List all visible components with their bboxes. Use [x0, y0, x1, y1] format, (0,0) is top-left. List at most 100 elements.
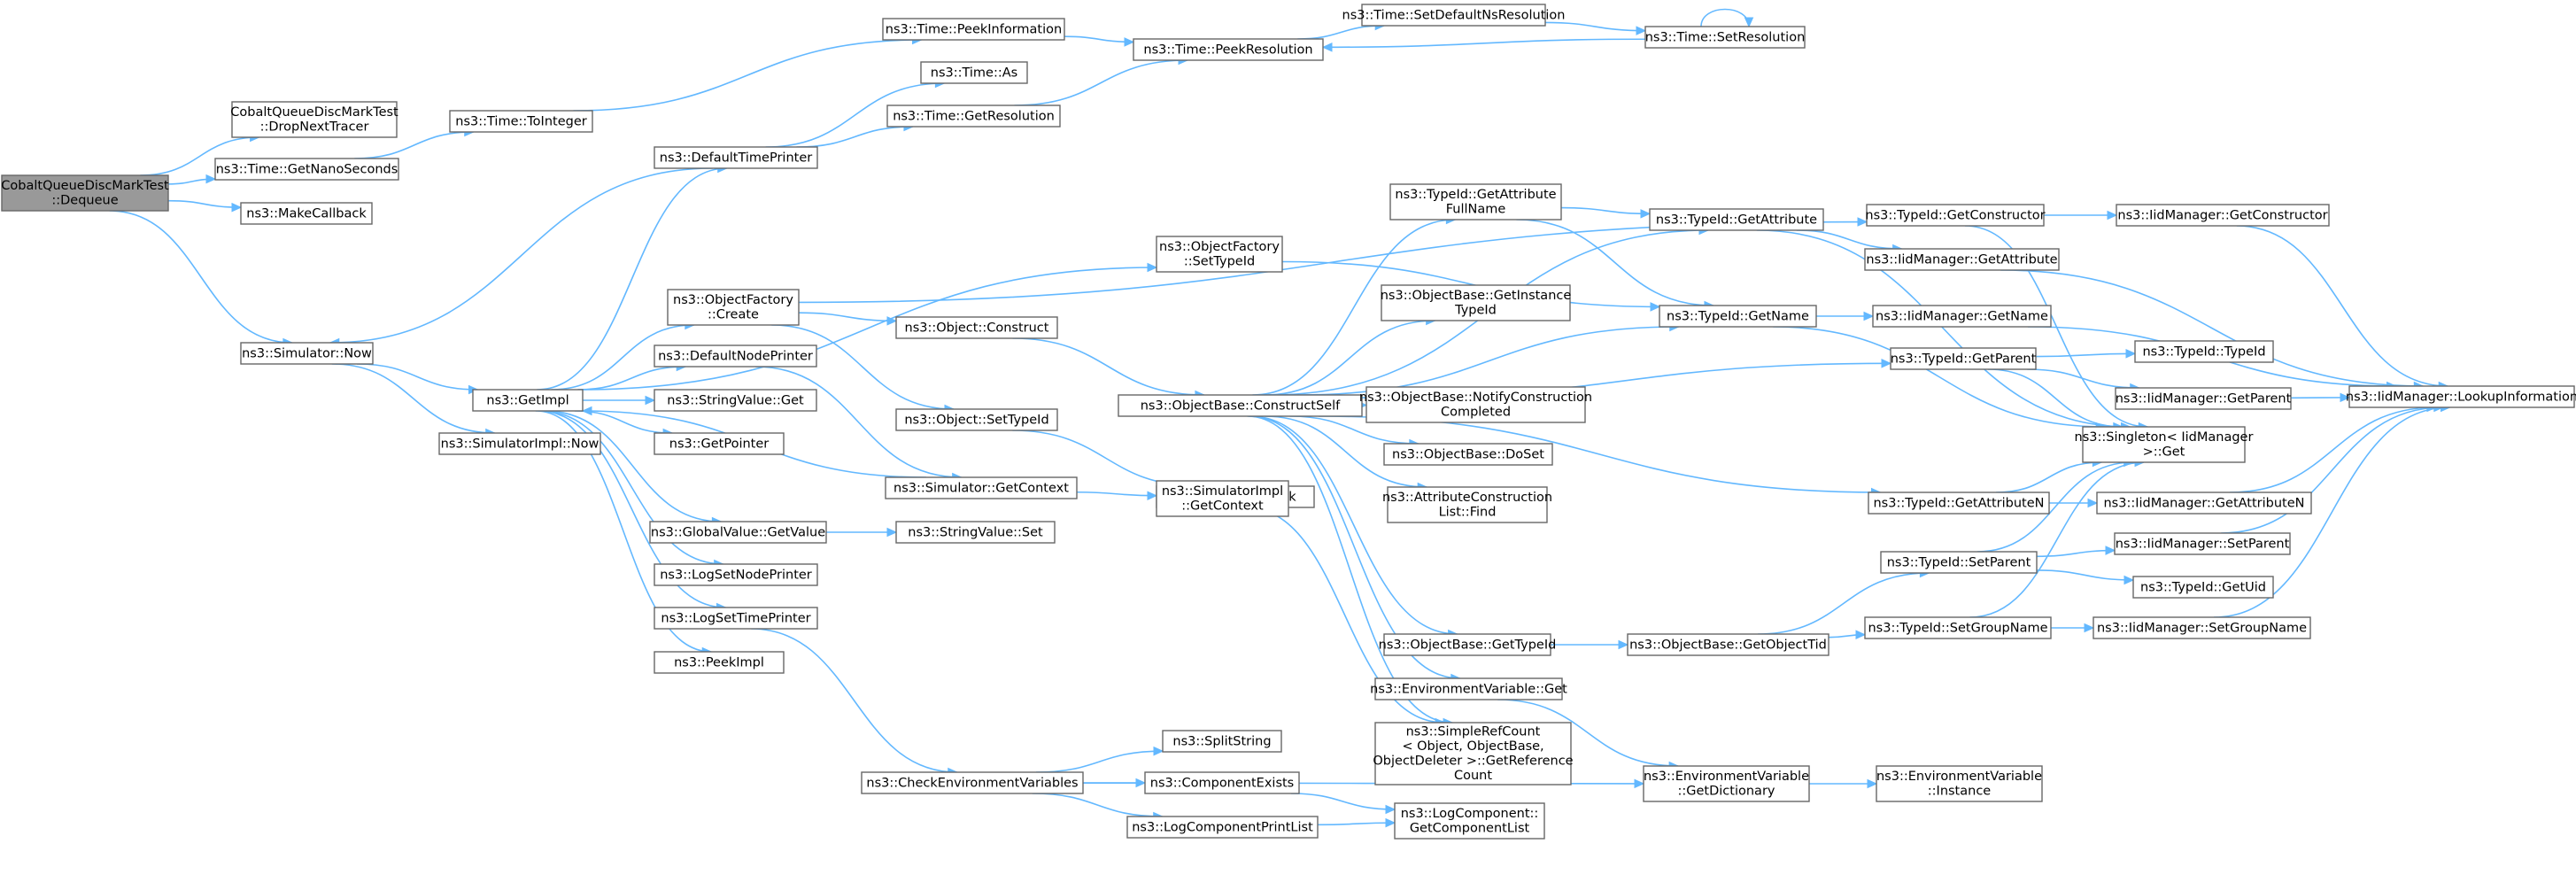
- node-envget[interactable]: ns3::EnvironmentVariable::Get: [1370, 677, 1567, 700]
- node-box[interactable]: [1361, 4, 1546, 27]
- node-iidgetctor[interactable]: ns3::IidManager::GetConstructor: [2116, 204, 2330, 227]
- node-box[interactable]: [2132, 576, 2274, 599]
- node-obgettid[interactable]: ns3::ObjectBase::GetTypeId: [1379, 633, 1557, 656]
- node-obgetobjtid[interactable]: ns3::ObjectBase::GetObjectTid: [1627, 633, 1830, 656]
- node-dropnext[interactable]: CobaltQueueDiscMarkTest::DropNextTracer: [230, 101, 398, 138]
- node-box[interactable]: [895, 408, 1058, 431]
- node-box[interactable]: [649, 521, 827, 544]
- node-simgetctx[interactable]: ns3::Simulator::GetContext: [885, 476, 1078, 499]
- node-box[interactable]: [920, 61, 1028, 84]
- node-box[interactable]: [654, 563, 818, 586]
- node-getnano[interactable]: ns3::Time::GetNanoSeconds: [214, 158, 399, 181]
- node-box[interactable]: [1864, 616, 2052, 639]
- node-tidgetname[interactable]: ns3::TypeId::GetName: [1659, 305, 1817, 328]
- node-box[interactable]: [654, 651, 785, 674]
- node-box[interactable]: [1383, 633, 1551, 656]
- node-tidgetattr[interactable]: ns3::TypeId::GetAttribute: [1649, 208, 1824, 231]
- node-box[interactable]: [1872, 305, 2052, 328]
- node-box[interactable]: [472, 389, 584, 412]
- node-logcompget[interactable]: ns3::LogComponent::GetComponentList: [1394, 802, 1545, 840]
- node-box[interactable]: [1374, 677, 1563, 700]
- node-box[interactable]: [895, 316, 1058, 339]
- node-box[interactable]: [895, 521, 1056, 544]
- node-box[interactable]: [1381, 284, 1571, 321]
- node-box[interactable]: [1890, 347, 2037, 370]
- node-box[interactable]: [1156, 236, 1283, 273]
- node-box[interactable]: [1649, 208, 1824, 231]
- node-box[interactable]: [2093, 616, 2311, 639]
- node-box[interactable]: [438, 432, 601, 455]
- node-obnotify[interactable]: ns3::ObjectBase::NotifyConstructionCompl…: [1359, 386, 1592, 423]
- node-tidsetparent[interactable]: ns3::TypeId::SetParent: [1880, 551, 2038, 574]
- node-simnow[interactable]: ns3::Simulator::Now: [240, 342, 374, 365]
- node-box[interactable]: [1387, 486, 1548, 523]
- node-svget[interactable]: ns3::StringValue::Get: [654, 389, 817, 412]
- node-ofsettid[interactable]: ns3::ObjectFactory::SetTypeId: [1156, 236, 1283, 273]
- node-singletonget[interactable]: ns3::Singleton< IidManager>::Get: [2075, 426, 2254, 463]
- node-box[interactable]: [1876, 765, 2043, 802]
- node-box[interactable]: [1162, 730, 1282, 753]
- node-objsettid[interactable]: ns3::Object::SetTypeId: [895, 408, 1058, 431]
- node-getptr[interactable]: ns3::GetPointer: [654, 432, 785, 455]
- node-box[interactable]: [654, 146, 818, 169]
- node-deftp[interactable]: ns3::DefaultTimePrinter: [654, 146, 818, 169]
- node-envinstance[interactable]: ns3::EnvironmentVariable::Instance: [1876, 765, 2043, 802]
- node-box[interactable]: [214, 158, 399, 181]
- node-objconstruct[interactable]: ns3::Object::Construct: [895, 316, 1058, 339]
- node-box[interactable]: [1118, 394, 1363, 417]
- node-box[interactable]: [654, 344, 817, 368]
- node-box[interactable]: [231, 101, 398, 138]
- node-box[interactable]: [1133, 38, 1324, 61]
- node-box[interactable]: [2134, 340, 2274, 363]
- node-box[interactable]: [1, 174, 169, 212]
- node-box[interactable]: [1394, 802, 1545, 840]
- node-box[interactable]: [449, 110, 593, 133]
- node-tidsetgroup[interactable]: ns3::TypeId::SetGroupName: [1864, 616, 2052, 639]
- node-box[interactable]: [1868, 491, 2050, 515]
- node-box[interactable]: [654, 607, 818, 630]
- node-box[interactable]: [1389, 183, 1562, 221]
- node-box[interactable]: [1866, 204, 2045, 227]
- node-peekres[interactable]: ns3::Time::PeekResolution: [1133, 38, 1324, 61]
- node-timeas[interactable]: ns3::Time::As: [920, 61, 1028, 84]
- node-box[interactable]: [667, 289, 800, 326]
- node-iidlookup[interactable]: ns3::IidManager::LookupInformation: [2346, 385, 2576, 408]
- node-peekinfo[interactable]: ns3::Time::PeekInformation: [882, 18, 1065, 41]
- node-defnp[interactable]: ns3::DefaultNodePrinter: [654, 344, 817, 368]
- node-box[interactable]: [2114, 532, 2291, 555]
- node-tidgetattrn[interactable]: ns3::TypeId::GetAttributeN: [1868, 491, 2050, 515]
- node-iidsetparent[interactable]: ns3::IidManager::SetParent: [2114, 532, 2291, 555]
- node-box[interactable]: [1126, 816, 1319, 839]
- node-box[interactable]: [1644, 26, 1806, 49]
- node-box[interactable]: [882, 18, 1065, 41]
- node-simimplgetctx[interactable]: ns3::SimulatorImpl::GetContext: [1156, 480, 1289, 517]
- node-obconstructself[interactable]: ns3::ObjectBase::ConstructSelf: [1118, 394, 1363, 417]
- node-setres[interactable]: ns3::Time::SetResolution: [1644, 26, 1806, 49]
- node-iidsetgroup[interactable]: ns3::IidManager::SetGroupName: [2093, 616, 2311, 639]
- node-tidgetuid[interactable]: ns3::TypeId::GetUid: [2132, 576, 2274, 599]
- node-simplerefcount[interactable]: ns3::SimpleRefCount< Object, ObjectBase,…: [1373, 722, 1574, 786]
- node-tidgetctor[interactable]: ns3::TypeId::GetConstructor: [1865, 204, 2046, 227]
- node-box[interactable]: [1383, 443, 1553, 466]
- node-box[interactable]: [1627, 633, 1830, 656]
- node-iidgetattr[interactable]: ns3::IidManager::GetAttribute: [1864, 248, 2060, 271]
- node-svset[interactable]: ns3::StringValue::Set: [895, 521, 1056, 544]
- node-iidgetparent[interactable]: ns3::IidManager::GetParent: [2115, 387, 2292, 410]
- node-box[interactable]: [1156, 480, 1289, 517]
- node-splitstr[interactable]: ns3::SplitString: [1162, 730, 1282, 753]
- node-gvget[interactable]: ns3::GlobalValue::GetValue: [649, 521, 827, 544]
- node-obdoset[interactable]: ns3::ObjectBase::DoSet: [1383, 443, 1553, 466]
- node-box[interactable]: [1643, 765, 1810, 802]
- node-getres[interactable]: ns3::Time::GetResolution: [886, 104, 1061, 128]
- node-compexists[interactable]: ns3::ComponentExists: [1144, 771, 1300, 794]
- node-box[interactable]: [654, 432, 785, 455]
- node-box[interactable]: [2082, 426, 2246, 463]
- node-box[interactable]: [1365, 386, 1586, 423]
- node-box[interactable]: [2348, 385, 2575, 408]
- node-box[interactable]: [861, 771, 1084, 794]
- node-envgetdict[interactable]: ns3::EnvironmentVariable::GetDictionary: [1643, 765, 1810, 802]
- node-box[interactable]: [1144, 771, 1300, 794]
